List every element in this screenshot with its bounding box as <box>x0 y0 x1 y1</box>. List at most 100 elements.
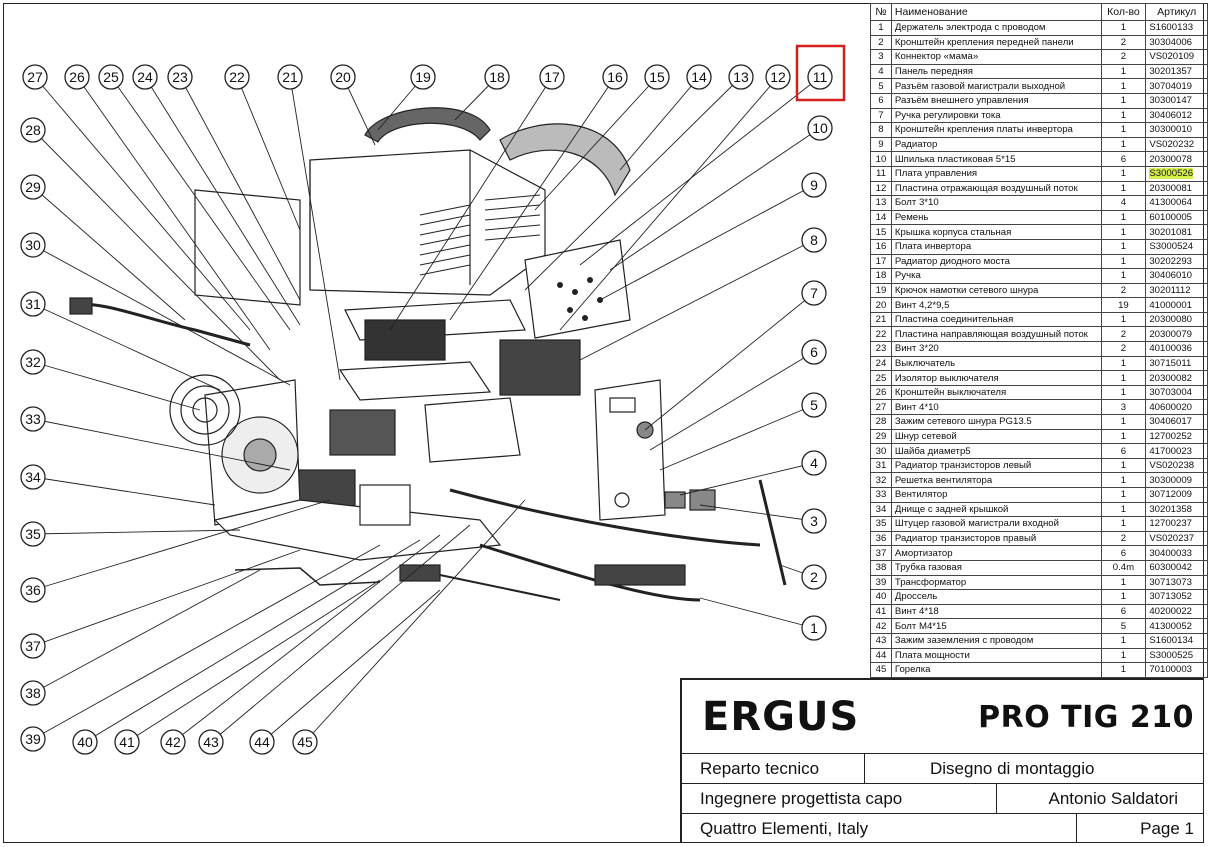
col-header-number: № <box>870 3 892 21</box>
part-name: Амортизатор <box>890 545 1102 561</box>
col-header-article: Артикул <box>1145 3 1208 21</box>
callout-1-circle <box>801 615 827 641</box>
part-qty: 1 <box>1100 457 1147 474</box>
part-qty: 1 <box>1100 355 1147 372</box>
part-number: 40 <box>870 589 892 605</box>
part-qty: 2 <box>1100 282 1147 299</box>
page-number: Page 1 <box>1140 819 1194 838</box>
part-article: 30201357 <box>1145 63 1208 80</box>
col-header-name: Наименование <box>890 3 1102 21</box>
callout-28-label: 28 <box>25 122 41 138</box>
part-qty: 6 <box>1100 443 1147 459</box>
part-number: 29 <box>870 428 892 445</box>
callout-22-circle <box>224 64 250 90</box>
part-article: S3000526 <box>1145 165 1208 182</box>
part-name: Плата мощности <box>890 647 1102 664</box>
callout-44-label: 44 <box>254 734 270 750</box>
callout-14-label: 14 <box>691 69 707 85</box>
engineer-name: Antonio Saldatori <box>1048 789 1178 808</box>
part-number: 15 <box>870 224 892 240</box>
part-qty: 1 <box>1100 516 1147 532</box>
part-article: VS020237 <box>1145 530 1208 547</box>
col-header-qty: Кол-во <box>1100 3 1147 21</box>
part-qty: 1 <box>1100 224 1147 240</box>
part-article: 41700023 <box>1145 443 1208 459</box>
part-number: 14 <box>870 209 892 226</box>
part-number: 41 <box>870 603 892 620</box>
callout-1-label: 1 <box>810 620 818 636</box>
part-article: 20300082 <box>1145 370 1208 386</box>
part-qty: 2 <box>1100 326 1147 343</box>
callout-27-circle <box>22 64 48 90</box>
callout-21-label: 21 <box>282 69 298 85</box>
callout-20-circle <box>330 64 356 90</box>
part-article: 30406017 <box>1145 414 1208 430</box>
part-number: 35 <box>870 516 892 532</box>
part-number: 34 <box>870 501 892 518</box>
part-qty: 1 <box>1100 384 1147 401</box>
part-number: 17 <box>870 253 892 270</box>
part-number: 16 <box>870 238 892 255</box>
part-qty: 1 <box>1100 180 1147 197</box>
part-name: Дроссель <box>890 589 1102 605</box>
part-article: 41300052 <box>1145 618 1208 634</box>
part-number: 36 <box>870 530 892 547</box>
part-article: 12700237 <box>1145 516 1208 532</box>
part-article: 30713073 <box>1145 574 1208 591</box>
part-qty: 1 <box>1100 370 1147 386</box>
part-number: 11 <box>870 165 892 182</box>
part-article: 40200022 <box>1145 603 1208 620</box>
part-name: Пластина отражающая воздушный поток <box>890 180 1102 197</box>
part-name: Пластина соединительная <box>890 311 1102 328</box>
callout-2-circle <box>801 564 827 590</box>
callout-23-circle <box>167 64 193 90</box>
part-article: VS020232 <box>1145 136 1208 153</box>
part-name: Разъём внешнего управления <box>890 92 1102 109</box>
callout-38-circle <box>20 680 46 706</box>
part-article: 20300079 <box>1145 326 1208 343</box>
part-article: 30304006 <box>1145 34 1208 51</box>
part-number: 45 <box>870 662 892 678</box>
part-name: Шнур сетевой <box>890 428 1102 445</box>
callout-4-circle <box>801 450 827 476</box>
part-article: S3000525 <box>1145 647 1208 664</box>
part-name: Кронштейн крепления передней панели <box>890 34 1102 51</box>
company-label: Quattro Elementi, Italy <box>700 819 869 838</box>
callout-40-circle <box>72 729 98 755</box>
part-article: S3000524 <box>1145 238 1208 255</box>
part-qty: 1 <box>1100 92 1147 109</box>
part-qty: 1 <box>1100 238 1147 255</box>
part-number: 44 <box>870 647 892 664</box>
part-number: 25 <box>870 370 892 386</box>
part-article: 30201358 <box>1145 501 1208 518</box>
part-article: 30400033 <box>1145 545 1208 561</box>
callout-13-circle <box>728 64 754 90</box>
callout-13-label: 13 <box>733 69 749 85</box>
callout-44-circle <box>249 729 275 755</box>
part-number: 43 <box>870 632 892 649</box>
callout-5-label: 5 <box>810 397 818 413</box>
callout-17-label: 17 <box>544 69 560 85</box>
part-qty: 1 <box>1100 268 1147 284</box>
part-qty: 1 <box>1100 472 1147 488</box>
callout-16-circle <box>602 64 628 90</box>
part-article: VS020109 <box>1145 49 1208 65</box>
callout-35-circle <box>20 521 46 547</box>
